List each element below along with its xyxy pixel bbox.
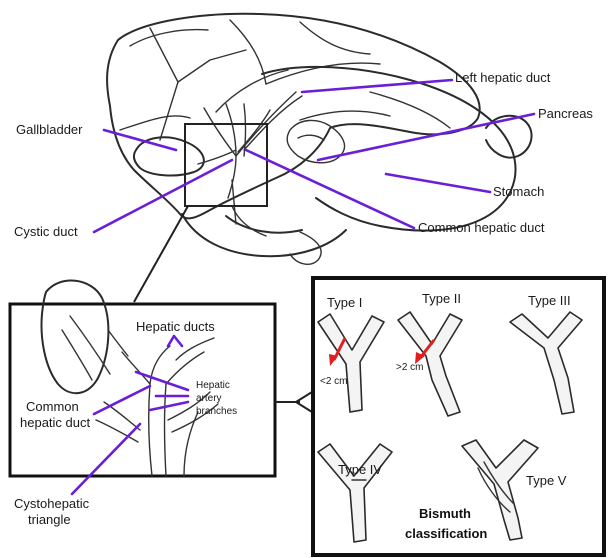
bismuth-title-2: classification (405, 526, 487, 541)
bismuth-panel: Type I <2 cm Type II >2 cm Type III Type… (313, 278, 604, 555)
label-type-5: Type V (526, 473, 567, 488)
label-cystohepatic-1: Cystohepatic (14, 496, 90, 511)
label-hepatic-artery-1: Hepatic (196, 380, 230, 391)
label-common-hepatic-duct: Common hepatic duct (418, 220, 545, 235)
label-type-2: Type II (422, 291, 461, 306)
label-pancreas: Pancreas (538, 106, 593, 121)
label-measure-1: <2 cm (320, 376, 348, 387)
label-measure-2: >2 cm (396, 362, 424, 373)
label-type-4: Type IV (338, 462, 382, 477)
label-type-1: Type I (327, 295, 362, 310)
bismuth-title-1: Bismuth (419, 506, 471, 521)
type-4-drawing (318, 444, 392, 542)
label-common-hepatic-duct-inset-1: Common (26, 399, 79, 414)
label-hepatic-artery-3: branches (196, 406, 237, 417)
label-hepatic-artery-2: artery (196, 393, 222, 404)
type-1-drawing (318, 314, 384, 412)
magnify-connector (134, 206, 188, 302)
label-cystic-duct: Cystic duct (14, 224, 78, 239)
inset-connector (275, 392, 312, 412)
label-stomach: Stomach (493, 184, 544, 199)
type-3-drawing (510, 312, 582, 414)
label-type-3: Type III (528, 293, 571, 308)
label-common-hepatic-duct-inset-2: hepatic duct (20, 415, 90, 430)
type-5-drawing (462, 440, 538, 540)
label-gallbladder: Gallbladder (16, 122, 83, 137)
anatomy-labels: Left hepatic duct Pancreas Gallbladder S… (14, 70, 593, 239)
label-cystohepatic-2: triangle (28, 512, 71, 527)
label-hepatic-ducts: Hepatic ducts (136, 319, 215, 334)
triangle-inset: Hepatic ducts Hepatic artery branches Co… (10, 281, 275, 527)
label-left-hepatic-duct: Left hepatic duct (455, 70, 551, 85)
